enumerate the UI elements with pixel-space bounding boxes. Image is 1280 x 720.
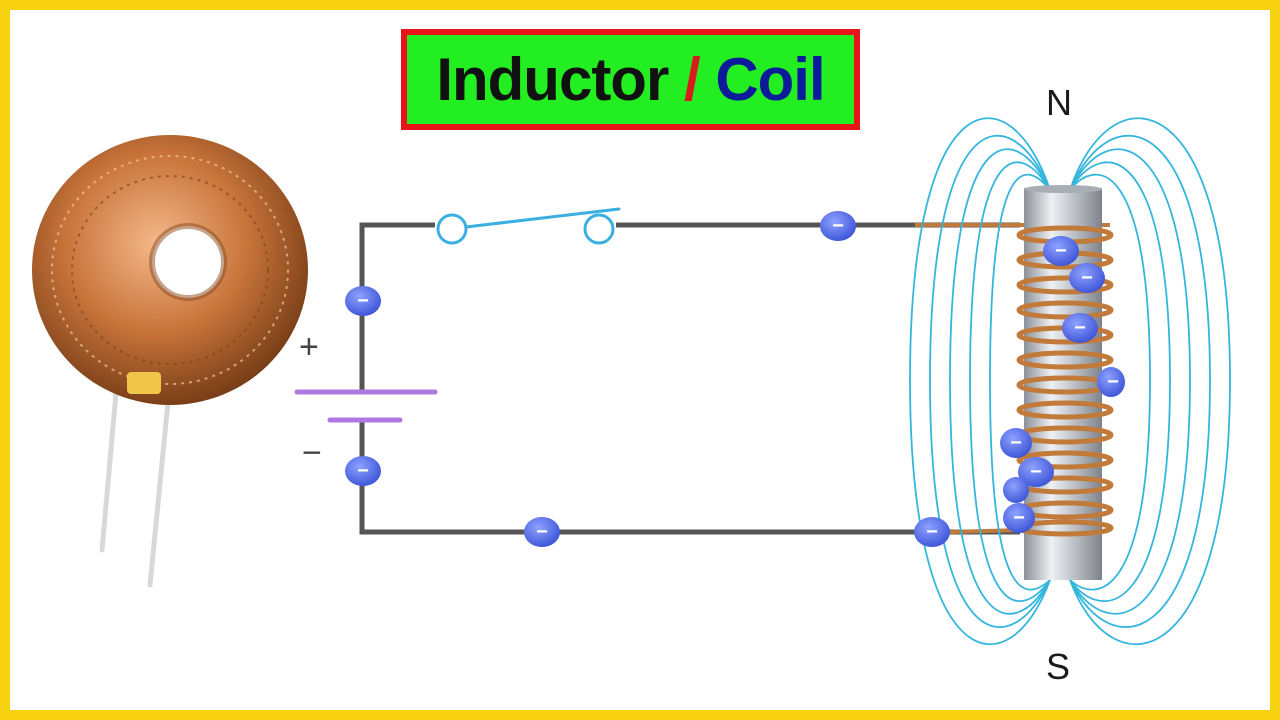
electron: −: [1018, 457, 1054, 487]
svg-text:−: −: [1081, 267, 1093, 289]
svg-text:−: −: [1074, 317, 1086, 339]
svg-text:−: −: [357, 290, 369, 312]
toroid-inductor-image: [32, 135, 308, 588]
svg-text:−: −: [1013, 507, 1025, 529]
svg-text:−: −: [926, 521, 938, 543]
title-banner: Inductor / Coil: [401, 29, 860, 130]
coil-windings: [1016, 225, 1114, 537]
title-slash: /: [683, 46, 701, 113]
title-word-inductor: Inductor: [436, 46, 669, 113]
svg-text:−: −: [357, 460, 369, 482]
svg-text:−: −: [1055, 240, 1067, 262]
north-pole-label: N: [1046, 82, 1072, 123]
svg-text:−: −: [536, 521, 548, 543]
magnetic-field-lines: [909, 117, 1231, 646]
battery-positive-label: +: [299, 328, 319, 366]
svg-text:−: −: [832, 215, 844, 237]
battery-symbol: [294, 389, 438, 423]
electron: −: [1097, 367, 1125, 397]
electron: −: [1043, 236, 1079, 266]
electron: −: [1062, 313, 1098, 343]
electron: −: [1000, 428, 1032, 458]
electron: −: [914, 517, 950, 547]
electron: −: [524, 517, 560, 547]
svg-text:−: −: [1107, 371, 1119, 393]
battery-negative-label: −: [302, 434, 322, 472]
south-pole-label: S: [1046, 646, 1071, 687]
electron: −: [1003, 503, 1035, 533]
title-word-coil: Coil: [715, 46, 825, 113]
svg-text:−: −: [1010, 432, 1022, 454]
iron-core-top: [1024, 185, 1102, 193]
electron: [1003, 477, 1029, 503]
electron: −: [1069, 263, 1105, 293]
electrons: − − − − − − − − − − − −: [345, 211, 1125, 547]
electron: −: [345, 286, 381, 316]
electron: −: [345, 456, 381, 486]
electron: −: [820, 211, 856, 241]
page-title: Inductor / Coil: [436, 45, 825, 114]
open-switch: [436, 207, 621, 245]
circuit-wires: [359, 222, 1020, 535]
circuit-diagram: − − − − − − − − − − − −: [32, 117, 1231, 646]
svg-text:−: −: [1030, 461, 1042, 483]
